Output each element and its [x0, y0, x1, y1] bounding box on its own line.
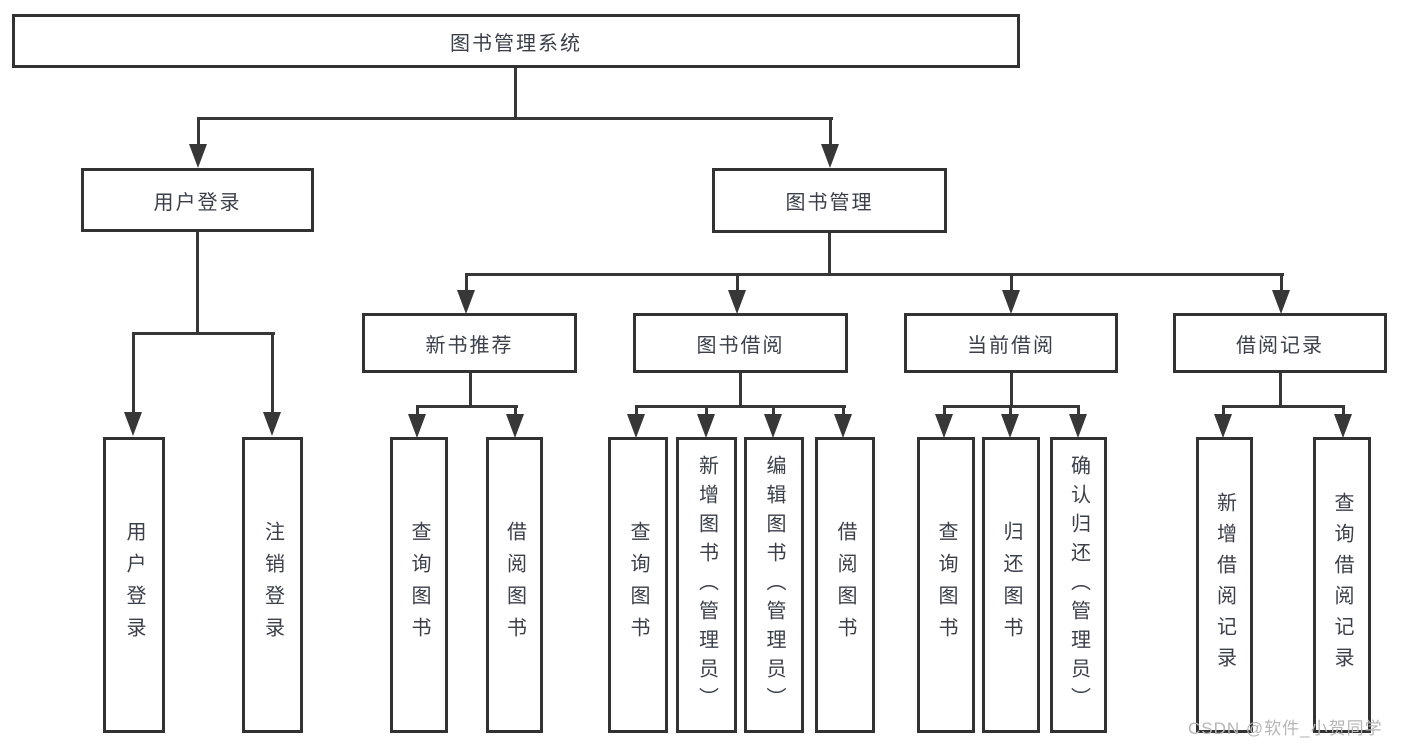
connector-line: [1222, 405, 1345, 408]
arrow-down-icon: [764, 414, 782, 438]
node-label: 编辑图书（管理员）: [763, 454, 785, 716]
node-current-borrowing: 当前借阅: [904, 313, 1118, 373]
node-book-management: 图书管理: [712, 168, 947, 233]
node-label: 查询图书: [408, 521, 430, 649]
node-label: 注销登录: [261, 521, 284, 649]
connector-line: [635, 405, 638, 416]
connector-line: [1279, 373, 1282, 407]
leaf-borrowing-edit-books-admin: 编辑图书（管理员）: [744, 437, 804, 733]
node-label: 当前借阅: [967, 334, 1055, 357]
node-borrowing-records: 借阅记录: [1173, 313, 1387, 373]
node-label: 借阅图书: [503, 521, 526, 649]
connector-line: [829, 117, 832, 146]
connector-line: [469, 373, 472, 407]
arrow-down-icon: [935, 414, 953, 438]
arrow-down-icon: [1069, 414, 1087, 438]
connector-line: [772, 405, 775, 416]
connector-line: [635, 405, 846, 408]
connector-line: [1342, 405, 1345, 416]
leaf-records-query-record: 查询借阅记录: [1313, 437, 1371, 733]
leaf-current-return-books: 归还图书: [982, 437, 1040, 733]
connector-line: [465, 273, 1284, 276]
connector-line: [514, 405, 517, 416]
arrow-down-icon: [1002, 290, 1020, 314]
arrow-down-icon: [506, 414, 524, 438]
leaf-newbook-borrow-books: 借阅图书: [486, 437, 543, 733]
watermark: CSDN @软件_小贺同学: [1188, 719, 1383, 738]
arrow-down-icon: [1214, 414, 1232, 438]
node-label: 用户登录: [153, 191, 242, 214]
connector-line: [739, 373, 742, 407]
arrow-down-icon: [124, 412, 142, 436]
node-label: 图书管理: [785, 192, 874, 214]
leaf-current-query-books: 查询图书: [917, 437, 975, 733]
connector-line: [705, 405, 708, 416]
connector-line: [271, 332, 274, 414]
node-book-management-system: 图书管理系统: [12, 14, 1020, 68]
node-label: 归还图书: [1000, 521, 1022, 649]
leaf-borrowing-add-books-admin: 新增图书（管理员）: [676, 437, 737, 733]
node-user-login: 用户登录: [81, 168, 314, 232]
arrow-down-icon: [834, 414, 852, 438]
leaf-newbook-query-books: 查询图书: [390, 437, 448, 733]
leaf-borrowing-borrow-books: 借阅图书: [815, 437, 875, 733]
connector-line: [197, 117, 833, 120]
arrow-down-icon: [457, 290, 475, 314]
connector-line: [1222, 405, 1225, 416]
arrow-down-icon: [821, 144, 839, 168]
connector-line: [828, 233, 831, 276]
node-new-book-recommend: 新书推荐: [362, 313, 577, 373]
node-label: 借阅图书: [834, 521, 856, 649]
leaf-records-add-record: 新增借阅记录: [1196, 437, 1253, 733]
node-label: 查询图书: [627, 521, 649, 649]
node-label: 借阅记录: [1236, 334, 1324, 357]
connector-line: [196, 232, 199, 335]
connector-line: [1280, 273, 1283, 292]
leaf-user-login: 用户登录: [103, 437, 165, 733]
leaf-borrowing-query-books: 查询图书: [608, 437, 668, 733]
connector-line: [1010, 273, 1013, 292]
connector-line: [1010, 373, 1013, 407]
node-label: 新增借阅记录: [1213, 492, 1236, 678]
arrow-down-icon: [408, 414, 426, 438]
leaf-current-confirm-return-admin: 确认归还（管理员）: [1050, 437, 1107, 733]
node-label: 新增图书（管理员）: [695, 454, 718, 716]
node-book-borrowing: 图书借阅: [633, 313, 848, 373]
node-label: 查询图书: [935, 521, 957, 649]
connector-line: [197, 117, 200, 146]
connector-line: [736, 273, 739, 292]
node-label: 新书推荐: [425, 334, 514, 357]
node-label: 确认归还（管理员）: [1067, 454, 1090, 716]
connector-line: [842, 405, 845, 416]
arrow-down-icon: [263, 412, 281, 436]
connector-line: [416, 405, 419, 416]
arrow-down-icon: [728, 290, 746, 314]
node-label: 图书管理系统: [450, 32, 582, 55]
connector-line: [465, 273, 468, 292]
connector-line: [416, 405, 518, 408]
arrow-down-icon: [627, 414, 645, 438]
arrow-down-icon: [1272, 290, 1290, 314]
connector-line: [1009, 405, 1012, 416]
connector-line: [1077, 405, 1080, 416]
leaf-logout: 注销登录: [242, 437, 303, 733]
node-label: 图书借阅: [696, 334, 785, 357]
node-label: 查询借阅记录: [1331, 492, 1353, 678]
arrow-down-icon: [1001, 414, 1019, 438]
connector-line: [943, 405, 946, 416]
arrow-down-icon: [189, 144, 207, 168]
connector-line: [132, 332, 275, 335]
arrow-down-icon: [1334, 414, 1352, 438]
node-label: 用户登录: [123, 521, 145, 649]
arrow-down-icon: [697, 414, 715, 438]
connector-line: [132, 332, 135, 414]
connector-line: [514, 68, 517, 119]
